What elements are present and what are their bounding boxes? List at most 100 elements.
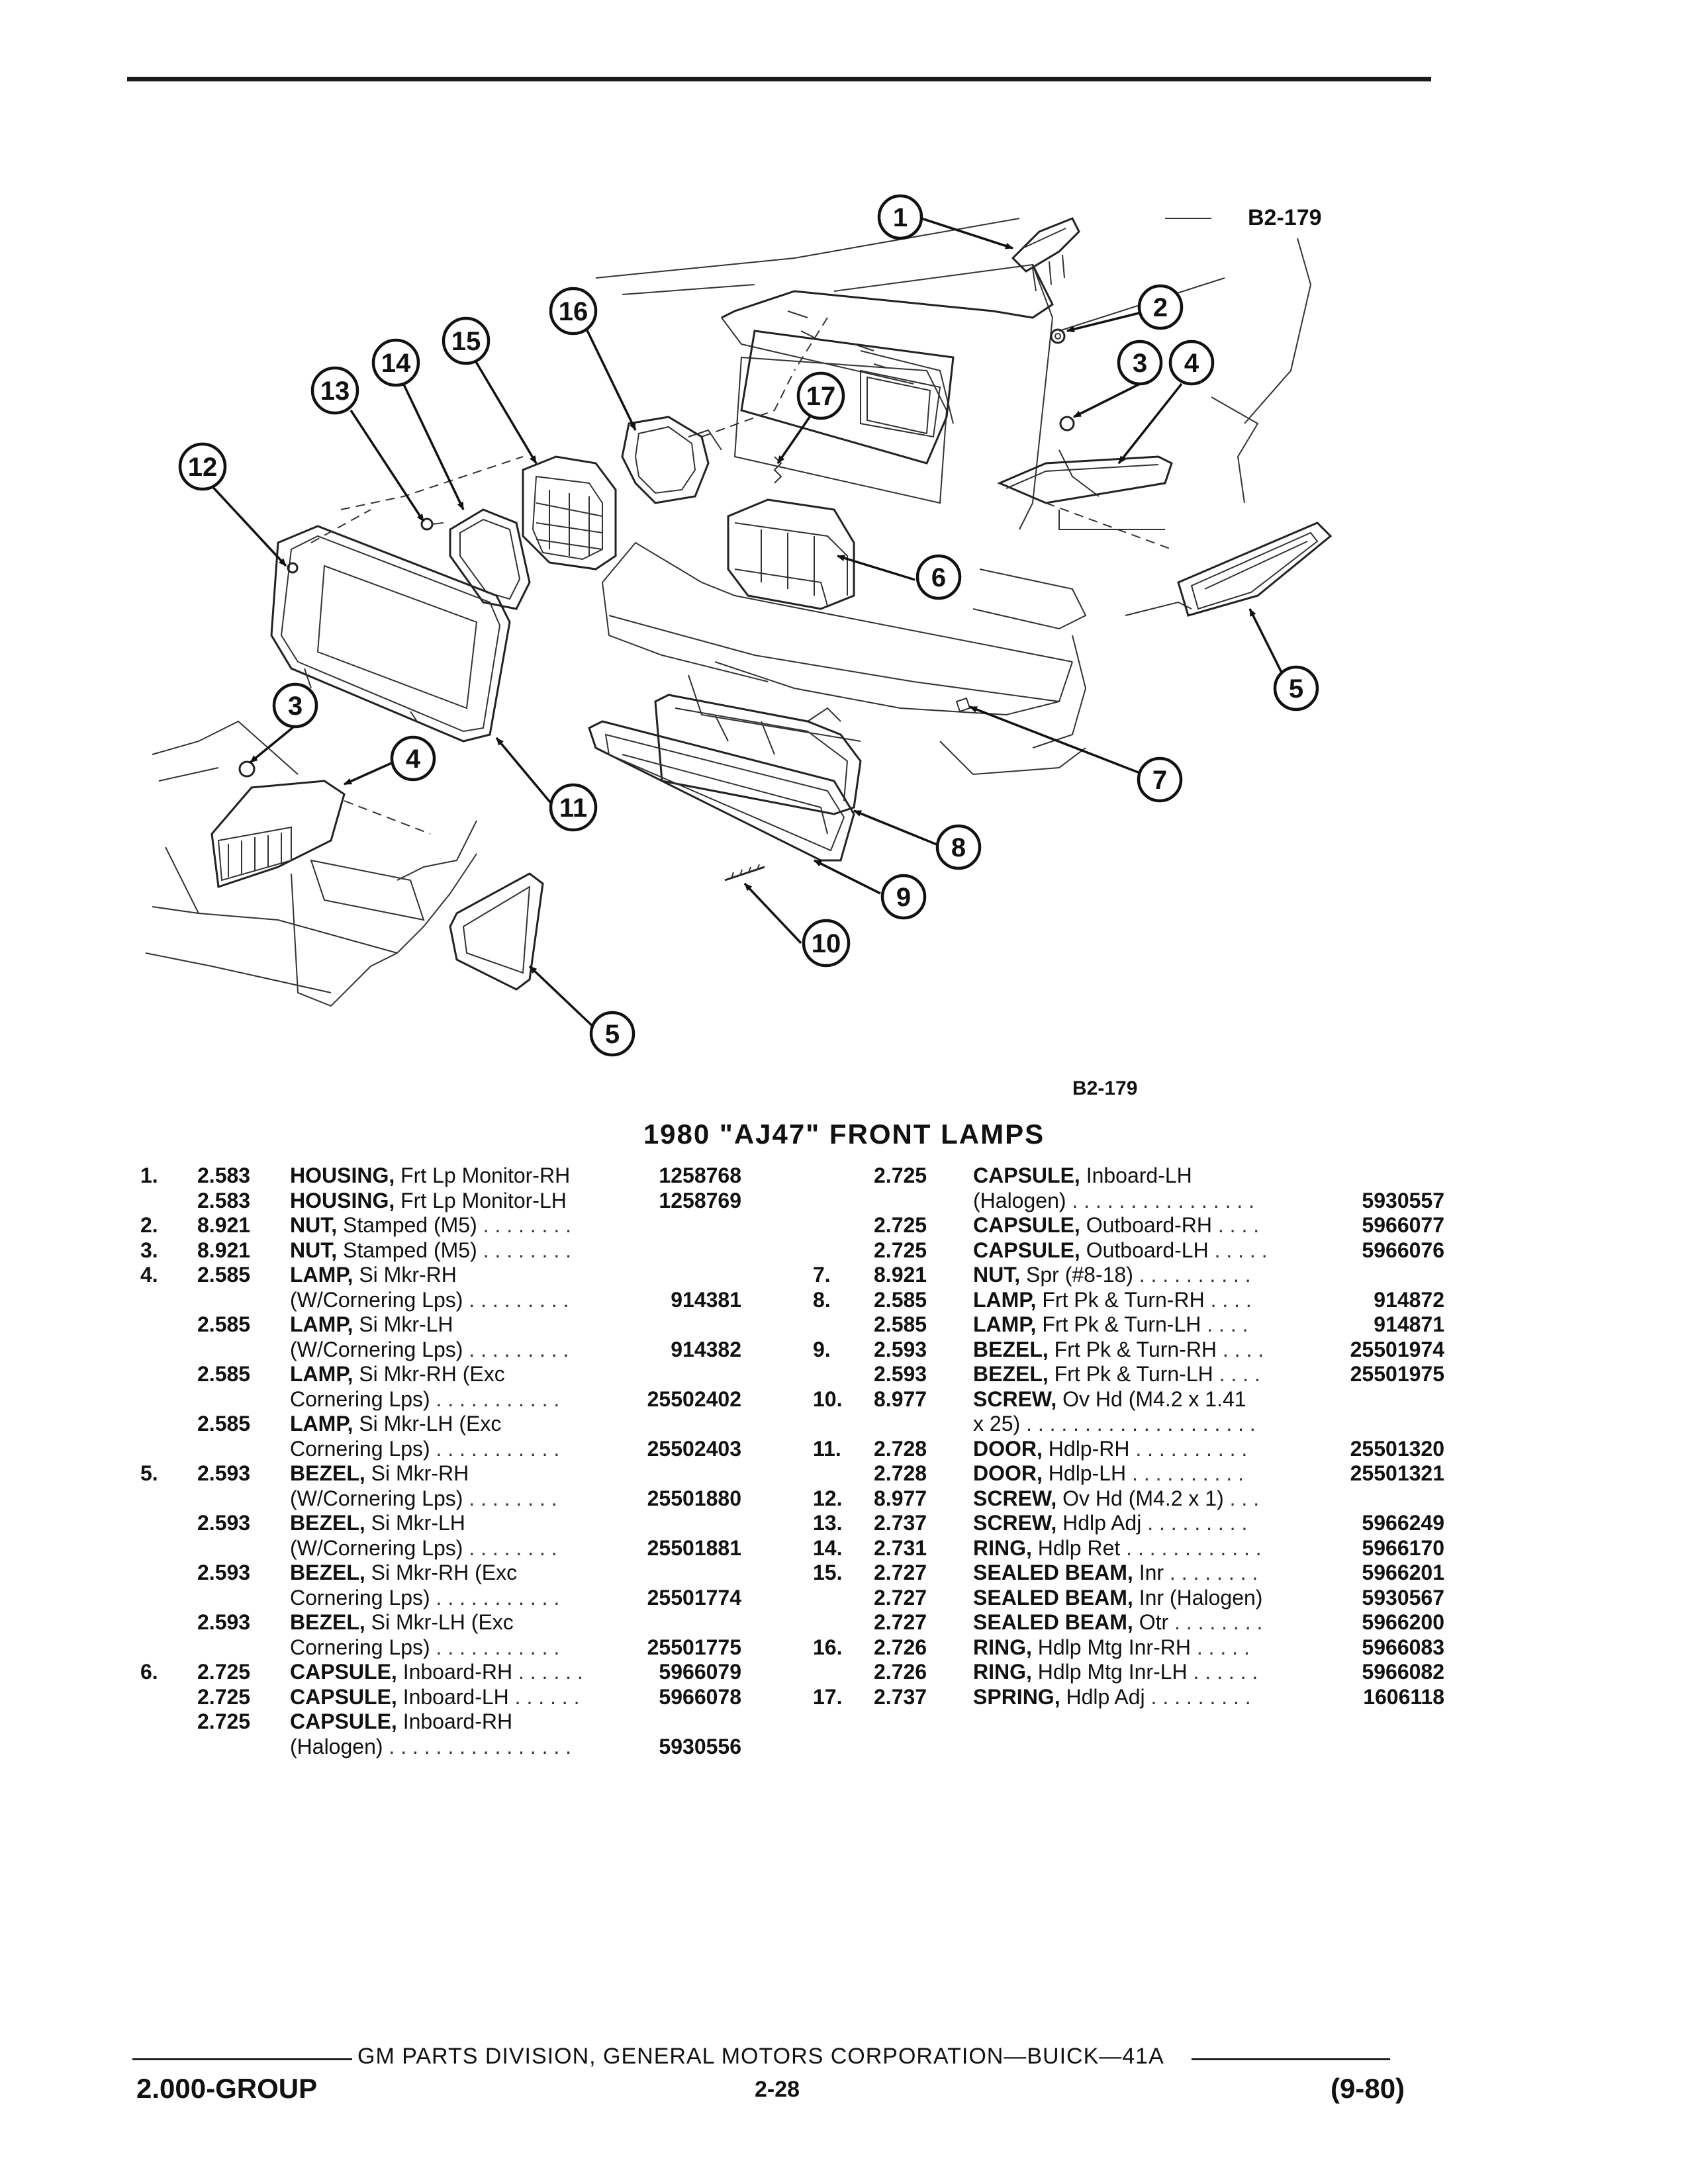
part-qualifier: (Halogen)	[973, 1188, 1066, 1212]
parts-row: 5930556(Halogen) . . . . . . . . . . . .…	[140, 1735, 855, 1760]
parts-row: 914381(W/Cornering Lps) . . . . . . . . …	[140, 1288, 855, 1313]
part-5-bezel-right	[1177, 522, 1333, 617]
leader-dots: . . . . . . . .	[1168, 1610, 1263, 1634]
group-number: 2.585	[874, 1312, 927, 1336]
part-15-sealed-beam	[522, 455, 617, 570]
callout-4-left: 4	[390, 735, 436, 782]
part-number: 5966076	[1362, 1238, 1444, 1262]
part-qualifier: Hdlp Mtg Inr-LH	[1031, 1660, 1188, 1684]
part-qualifier: Stamped (M5)	[337, 1238, 477, 1262]
footer-date: (9-80)	[1331, 2073, 1405, 2104]
group-number: 2.585	[197, 1362, 251, 1386]
part-name: LAMP,	[290, 1263, 353, 1287]
callout-5-left: 5	[589, 1011, 635, 1057]
part-number: 25501974	[1350, 1337, 1444, 1361]
part-description: DOOR, Hdlp-RH . . . . . . . . . .	[973, 1437, 1247, 1462]
group-number: 8.921	[197, 1238, 251, 1262]
part-description: LAMP, Si Mkr-LH	[290, 1312, 453, 1338]
part-number: 25502402	[647, 1387, 741, 1411]
ref-number: 9.	[813, 1337, 831, 1361]
leader-arrows	[208, 217, 1289, 1030]
group-number: 2.725	[874, 1238, 927, 1262]
part-number: 25501775	[647, 1635, 741, 1659]
callout-3-left: 3	[272, 682, 318, 729]
part-number: 5966170	[1362, 1535, 1444, 1560]
leader-dots: . . . . . . . .	[463, 1486, 557, 1510]
part-description: RING, Hdlp Ret . . . . . . . . . . . .	[973, 1536, 1262, 1561]
part-4-side-marker-lamp-right	[997, 455, 1173, 550]
svg-text:1: 1	[893, 203, 908, 232]
part-description: HOUSING, Frt Lp Monitor-LH	[290, 1189, 567, 1214]
part-name: CAPSULE,	[290, 1709, 397, 1733]
part-4-side-marker-lamp-left	[211, 780, 431, 889]
group-number: 2.583	[197, 1188, 251, 1212]
part-description: x 25) . . . . . . . . . . . . . . . . . …	[973, 1412, 1256, 1437]
callout-3: 3	[1117, 340, 1163, 386]
ref-number: 1.	[140, 1163, 158, 1187]
part-qualifier: Inr	[1133, 1561, 1164, 1584]
part-name: RING,	[973, 1660, 1032, 1684]
part-number: 914381	[671, 1287, 741, 1312]
group-number: 2.737	[874, 1684, 927, 1709]
callout-11: 11	[549, 783, 598, 832]
callout-9: 9	[880, 874, 927, 920]
construction-lines	[310, 317, 828, 543]
part-number: 5930557	[1362, 1188, 1444, 1212]
svg-text:13: 13	[320, 377, 350, 406]
part-name: DOOR,	[973, 1436, 1043, 1461]
parts-row: 25501880(W/Cornering Lps) . . . . . . . …	[140, 1486, 855, 1512]
figure-code-top: B2-179	[1248, 205, 1322, 230]
part-name: DOOR,	[973, 1461, 1043, 1485]
group-number: 2.593	[197, 1511, 251, 1535]
part-name: SEALED BEAM,	[973, 1561, 1133, 1584]
leader-dots: . . . . . .	[1187, 1660, 1258, 1684]
callout-6: 6	[915, 554, 962, 600]
leader-dots: . . . . . . . . . . .	[430, 1585, 560, 1610]
part-number: 5966200	[1362, 1610, 1444, 1634]
ref-number: 3.	[140, 1238, 158, 1262]
group-number: 2.585	[197, 1412, 251, 1435]
group-number: 2.725	[197, 1660, 251, 1684]
part-description: CAPSULE, Inboard-LH	[973, 1163, 1192, 1189]
part-name: NUT,	[973, 1263, 1021, 1287]
part-number: 25501880	[647, 1486, 741, 1510]
svg-text:3: 3	[1133, 349, 1147, 378]
part-number: 25501320	[1350, 1436, 1444, 1461]
svg-text:17: 17	[806, 382, 836, 411]
part-description: (W/Cornering Lps) . . . . . . . . .	[290, 1338, 569, 1363]
leader-dots: . . . . . . . . . .	[1126, 1461, 1244, 1485]
part-name: CAPSULE,	[290, 1684, 397, 1709]
svg-text:8: 8	[951, 833, 966, 862]
group-number: 2.593	[197, 1461, 251, 1485]
part-description: (Halogen) . . . . . . . . . . . . . . . …	[973, 1189, 1254, 1214]
footer-page-number: 2-28	[755, 2077, 800, 2102]
group-number: 2.725	[197, 1709, 251, 1733]
part-qualifier: Cornering Lps)	[290, 1585, 430, 1610]
part-name: CAPSULE,	[290, 1660, 397, 1684]
parts-row: 5930557 (Halogen) . . . . . . . . . . . .…	[788, 1189, 1503, 1214]
part-description: Cornering Lps) . . . . . . . . . . .	[290, 1635, 559, 1661]
part-qualifier: Hdlp-RH	[1042, 1436, 1130, 1461]
part-qualifier: Outboard-RH	[1080, 1213, 1212, 1237]
leader-dots: . . . .	[1201, 1312, 1248, 1336]
part-description: BEZEL, Frt Pk & Turn-RH . . . .	[973, 1338, 1264, 1363]
leader-dots: . . . . . . . . . .	[1129, 1436, 1248, 1461]
ref-number: 4.	[140, 1263, 158, 1287]
group-number: 2.726	[874, 1660, 927, 1684]
leader-dots: . . . . . . . . . . . . . . . .	[383, 1734, 572, 1758]
callout-7: 7	[1137, 756, 1183, 803]
leader-dots: . . . . . . . . . . .	[430, 1436, 560, 1461]
